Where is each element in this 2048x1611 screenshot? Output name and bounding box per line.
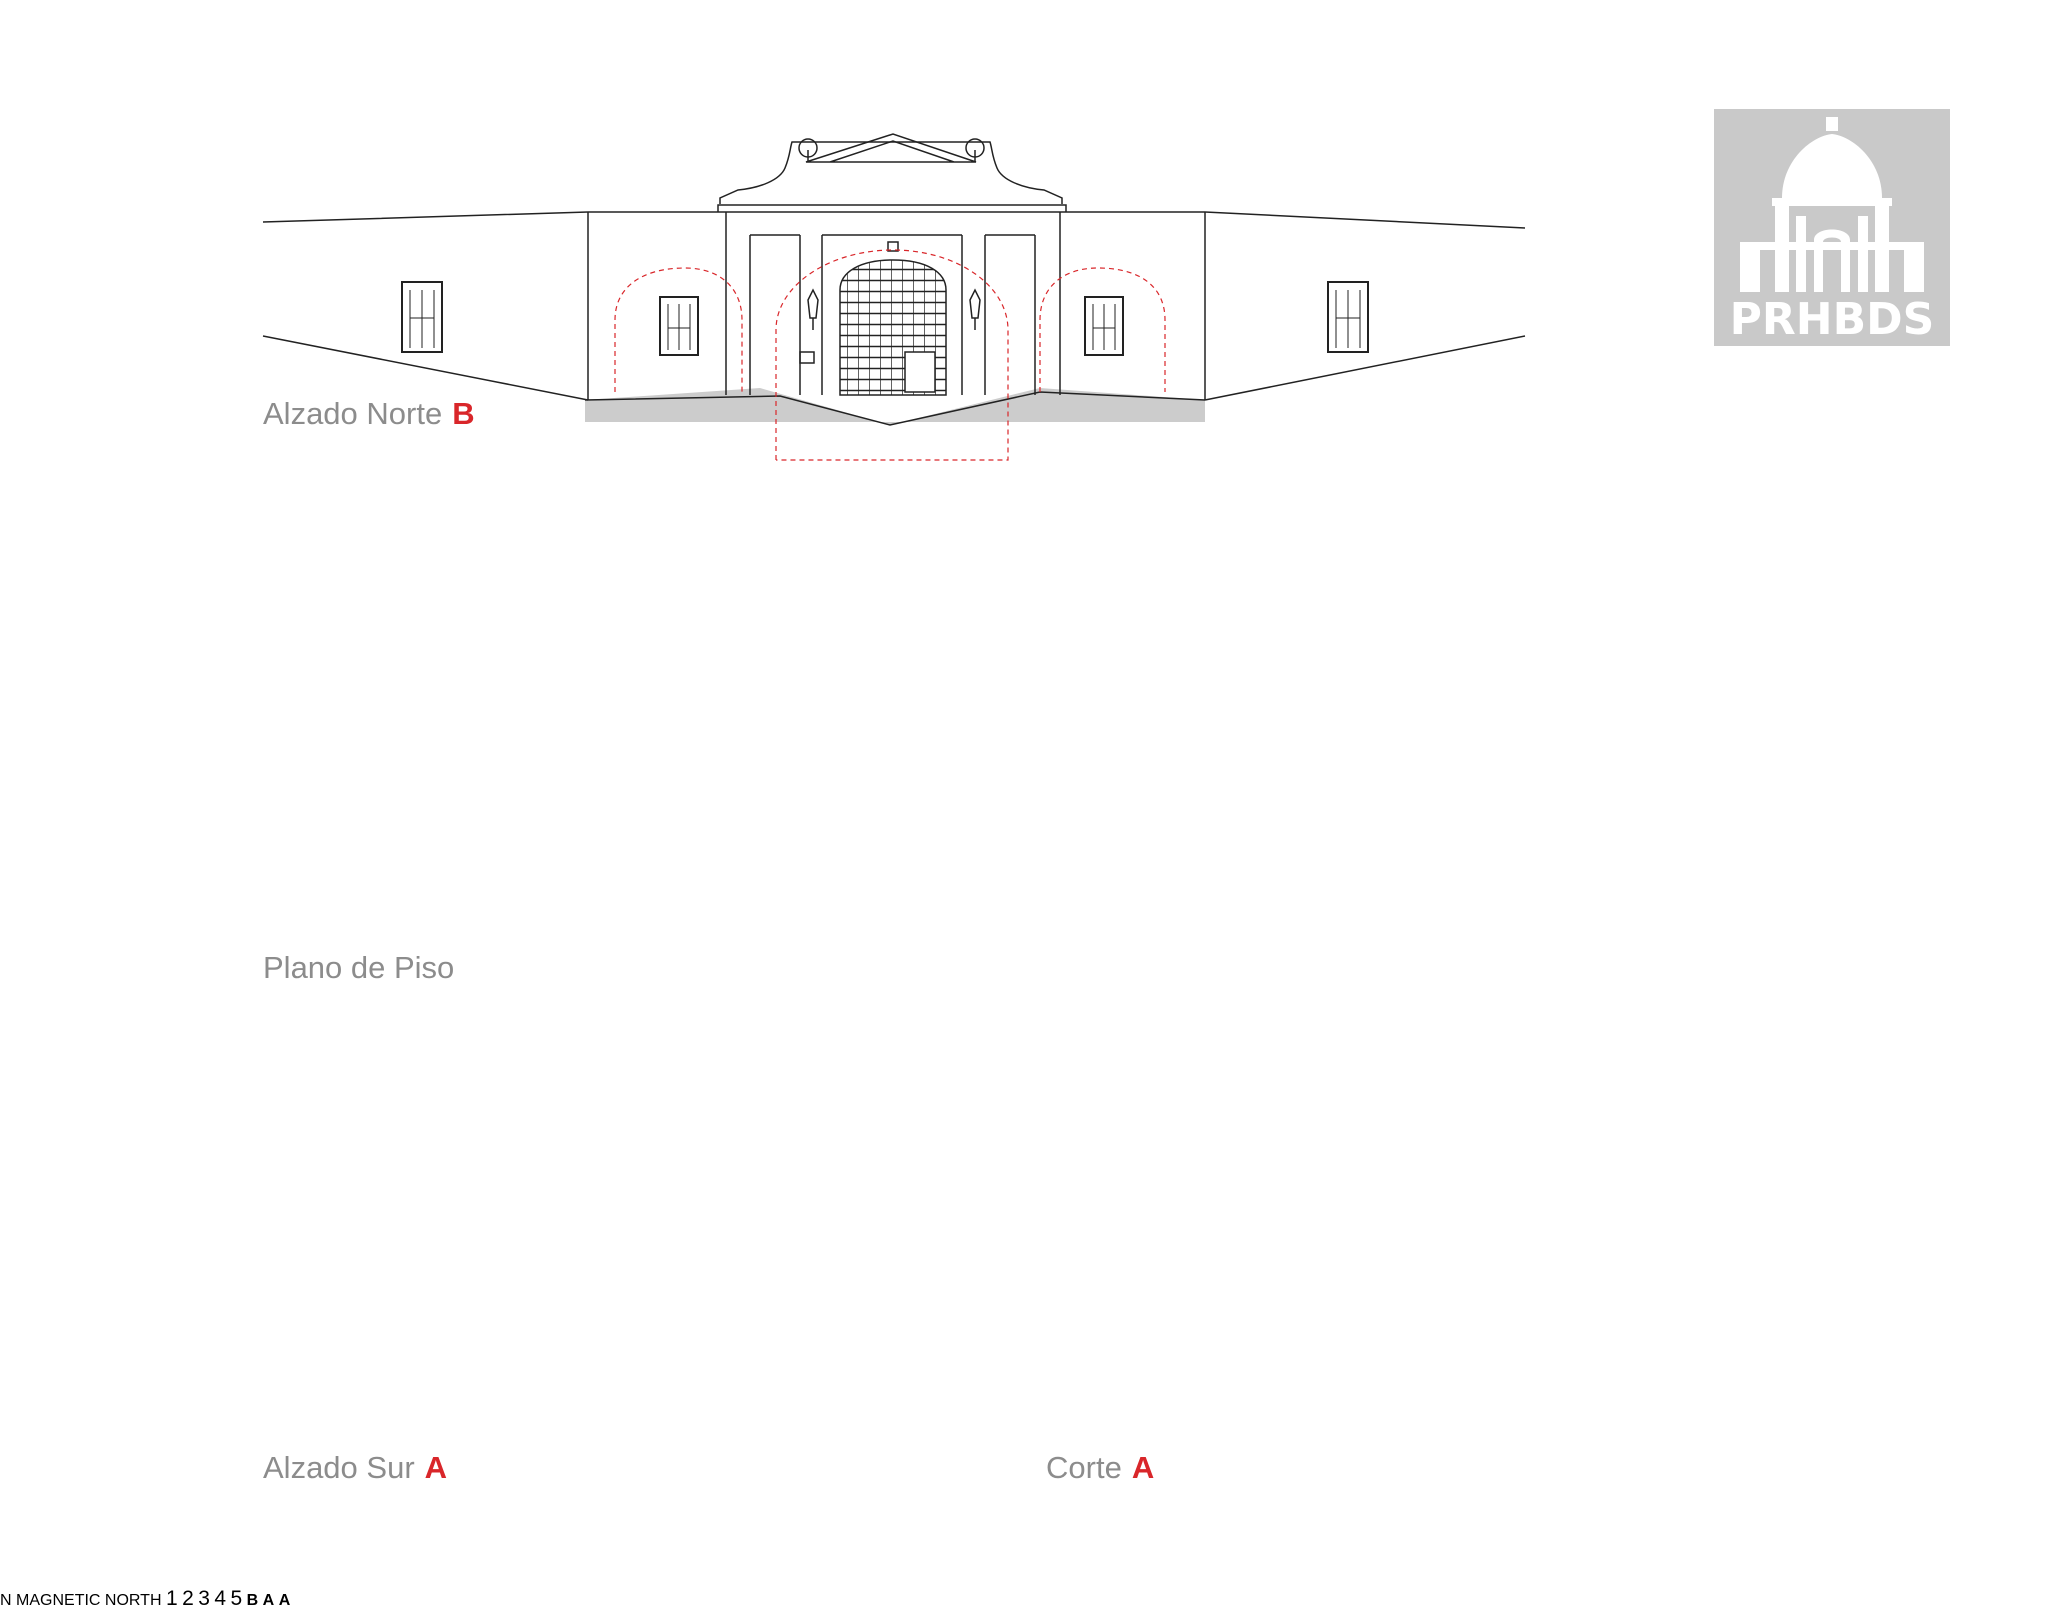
south-elevation-title: Alzado Sur xyxy=(263,1450,415,1485)
room-number-1: 1 xyxy=(165,1587,178,1610)
marker-label-a: A xyxy=(262,1592,275,1609)
north-elevation-caption: Alzado Norte B xyxy=(263,396,475,432)
marker-arrow-a: A A xyxy=(263,1592,291,1609)
section-arrow: A xyxy=(279,1592,291,1609)
south-elevation-mark: A xyxy=(424,1450,448,1485)
floor-plan: 1 2 3 4 5 B A A xyxy=(166,1587,291,1610)
compass-north-label: N xyxy=(0,1592,12,1609)
south-elevation-caption: Alzado Sur A xyxy=(263,1450,447,1486)
section-line: B A A xyxy=(247,1592,291,1609)
logo-text: PRHBDS xyxy=(1730,294,1935,345)
north-elevation-mark: B xyxy=(452,396,475,431)
section-title: Corte xyxy=(1046,1450,1122,1485)
north-arrow: N MAGNETIC NORTH xyxy=(0,1592,166,1609)
capitol-icon xyxy=(1740,117,1924,292)
marker-label-b: B xyxy=(246,1592,259,1609)
floor-plan-caption: Plano de Piso xyxy=(263,950,454,986)
marker-arrow-b: B A A xyxy=(247,1592,291,1609)
room-number-5: 5 xyxy=(230,1587,243,1610)
section-mark: A xyxy=(1131,1450,1155,1485)
compass-magnetic-label: MAGNETIC NORTH xyxy=(16,1592,162,1609)
room-number-3: 3 xyxy=(198,1587,210,1610)
section-marker-label: A xyxy=(278,1592,291,1609)
room-number-4: 4 xyxy=(214,1587,227,1610)
floor-plan-title: Plano de Piso xyxy=(263,950,455,985)
north-elevation-title: Alzado Norte xyxy=(263,396,443,431)
north-elevation xyxy=(262,133,1526,461)
room-number-2: 2 xyxy=(182,1587,194,1610)
logo: PRHBDS xyxy=(1714,109,1950,346)
section-caption: Corte A xyxy=(1046,1450,1154,1486)
